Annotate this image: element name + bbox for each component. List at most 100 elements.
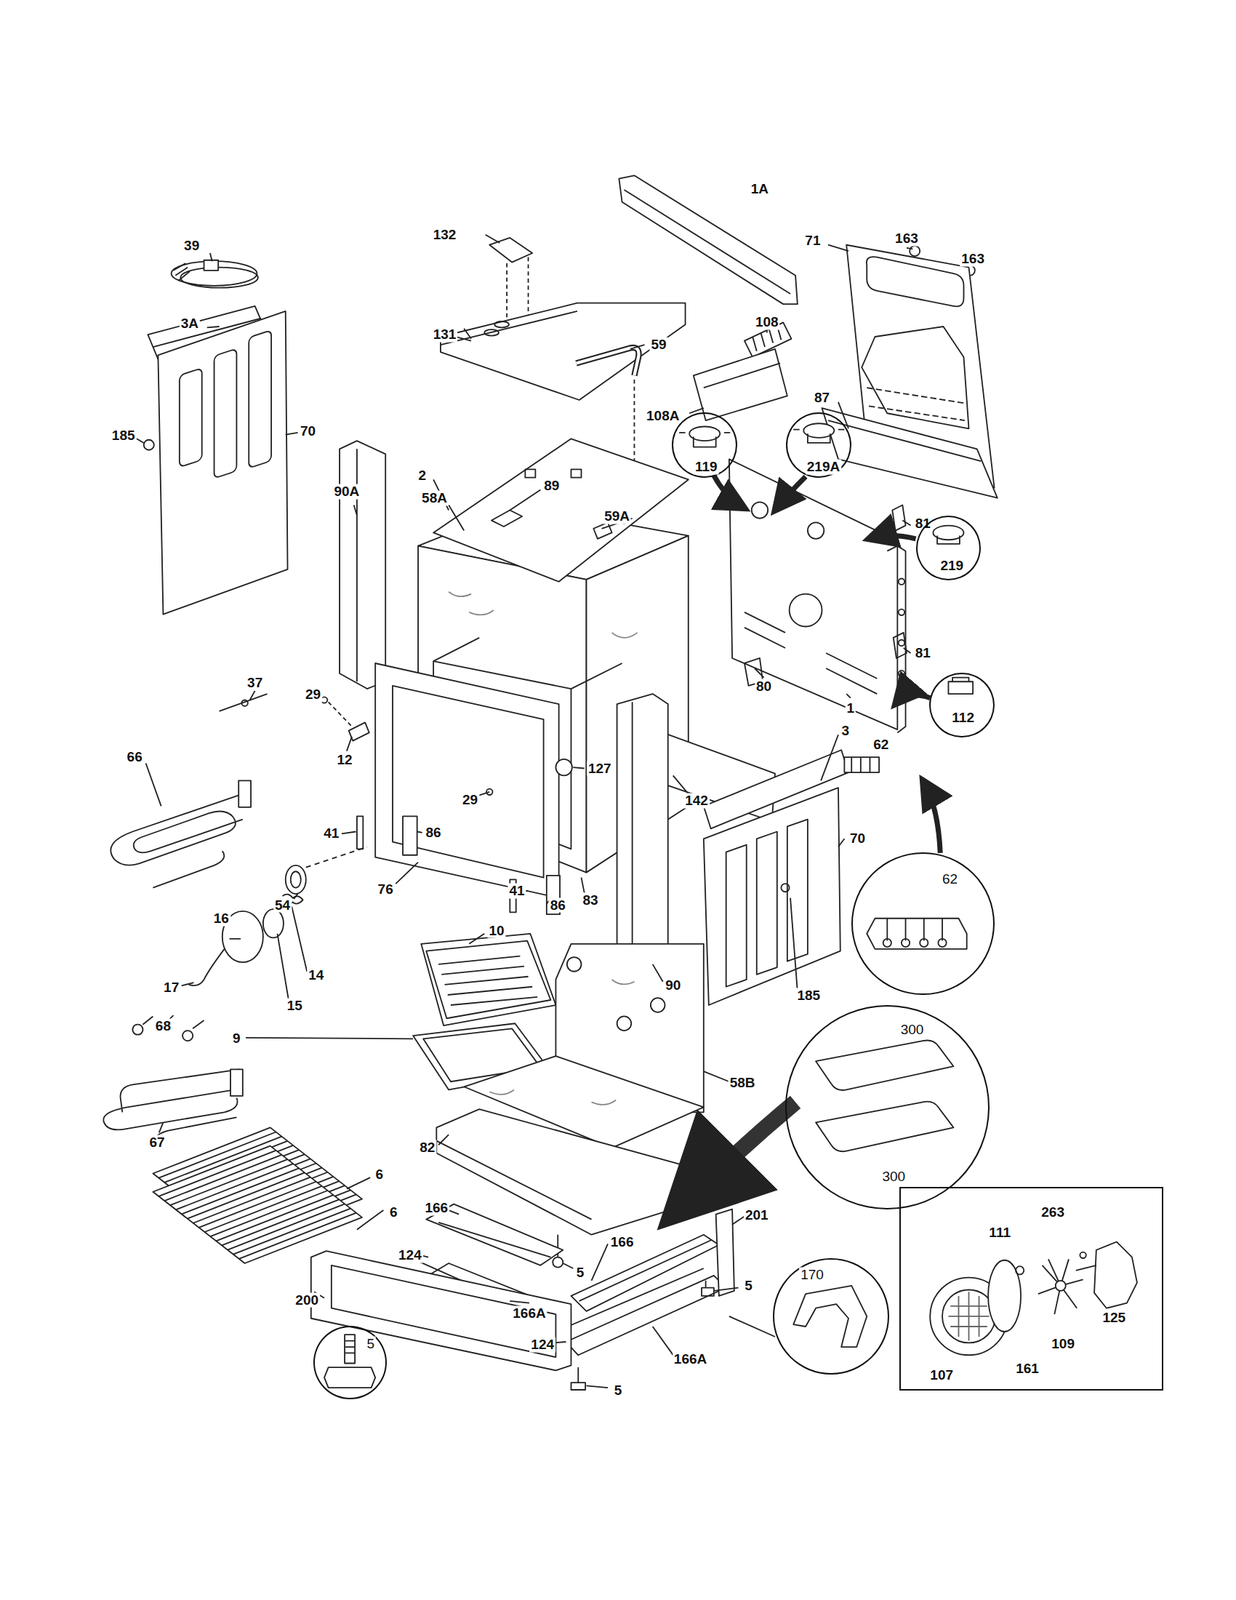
callout-number: 81 — [913, 515, 933, 531]
callout-number: 163 — [893, 231, 920, 247]
callout-number: 1A — [749, 181, 770, 197]
detail-circle: 300 300 — [785, 1004, 990, 1210]
callout-number: 119 — [693, 459, 720, 475]
callout-number: 29 — [460, 792, 480, 808]
callout-number: 5 — [575, 1264, 587, 1280]
callout-number: 82 — [418, 1140, 437, 1156]
detail-circle: 219 — [916, 515, 982, 581]
callout-number: 131 — [431, 327, 459, 343]
callout-number: 15 — [285, 998, 304, 1014]
rack-wire — [239, 1212, 357, 1259]
callout-number: 70 — [848, 831, 867, 847]
callout-number: 161 — [1014, 1361, 1041, 1377]
callout-number: 83 — [581, 892, 600, 908]
callout-number: 166 — [609, 1233, 636, 1250]
rack-wire — [199, 1181, 317, 1228]
callout-number: 2 — [416, 467, 428, 483]
callout-number: 58B — [728, 1074, 757, 1090]
callout-number: 108 — [753, 314, 781, 331]
callout-number: 107 — [928, 1366, 955, 1383]
callout-number: 37 — [245, 674, 264, 690]
callout-number: 9 — [231, 1030, 243, 1047]
callout-number: 185 — [110, 428, 137, 444]
callout-number: 170 — [799, 1267, 826, 1283]
callout-number: 127 — [586, 760, 613, 776]
callout-number: 185 — [795, 988, 822, 1004]
callout-number: 29 — [303, 687, 323, 703]
rack-wire — [181, 1167, 299, 1214]
rack-wire — [193, 1177, 311, 1223]
rack-wire — [187, 1172, 305, 1218]
callout-number: 166 — [423, 1200, 450, 1216]
detail-circle: 219A — [785, 412, 852, 478]
callout-number: 132 — [431, 226, 459, 243]
rack-wire — [170, 1158, 288, 1205]
callout-number: 108A — [644, 408, 681, 424]
callout-number: 6 — [388, 1204, 400, 1220]
rack-wire — [227, 1203, 345, 1250]
rack-wire — [221, 1198, 339, 1245]
callout-number: 142 — [683, 793, 710, 809]
callout-number: 124 — [396, 1246, 424, 1263]
callout-number: 219A — [805, 459, 842, 475]
callout-number: 81 — [913, 645, 933, 661]
callout-number: 200 — [293, 1291, 320, 1308]
callout-number: 62 — [871, 737, 890, 753]
callout-number: 39 — [182, 238, 201, 254]
callout-number: 300 — [880, 1169, 907, 1185]
callout-number: 41 — [508, 882, 527, 898]
callout-number: 166A — [672, 1350, 709, 1367]
callout-number: 86 — [424, 824, 443, 840]
callout-number: 68 — [154, 1018, 173, 1034]
callout-number: 163 — [959, 251, 986, 267]
callout-number: 76 — [376, 881, 395, 898]
callout-number: 87 — [812, 390, 832, 406]
callout-number: 86 — [548, 897, 568, 913]
callout-number: 1 — [845, 700, 857, 716]
callout-number: 66 — [125, 749, 144, 765]
callout-number: 10 — [487, 922, 507, 938]
detail-circle: 170 — [772, 1257, 890, 1375]
oven-rack — [152, 1145, 363, 1263]
rack-wire — [175, 1163, 294, 1210]
callout-number: 89 — [542, 477, 561, 493]
detail-box: 263111125109161107 — [899, 1186, 1164, 1391]
callout-number: 71 — [803, 233, 822, 249]
rack-wire — [204, 1185, 322, 1232]
detail-circle: 5 — [313, 1325, 387, 1399]
callout-number: 54 — [273, 897, 292, 913]
callout-number: 6 — [373, 1166, 385, 1182]
callout-number: 125 — [1100, 1309, 1127, 1325]
detail-circle: 62 — [851, 852, 994, 995]
callout-number: 59A — [602, 508, 632, 524]
callout-number: 112 — [950, 709, 976, 725]
callout-number: 3 — [839, 722, 851, 738]
callout-number: 41 — [322, 825, 341, 842]
callout-number: 124 — [529, 1337, 556, 1353]
callout-number: 111 — [987, 1225, 1013, 1241]
rack-wire — [210, 1190, 328, 1236]
callout-number: 263 — [1039, 1204, 1066, 1221]
rack-wire — [158, 1150, 276, 1197]
callout-number: 3A — [179, 315, 200, 331]
callout-number: 12 — [335, 752, 355, 768]
callout-number: 300 — [899, 1022, 926, 1038]
callout-number: 16 — [212, 910, 231, 926]
callout-number: 17 — [162, 980, 181, 996]
rack-wire — [215, 1194, 333, 1241]
callout-number: 166A — [511, 1305, 547, 1321]
callout-number: 5 — [612, 1382, 624, 1399]
rack-wire — [233, 1208, 351, 1255]
callout-number: 58A — [420, 490, 449, 506]
callout-number: 219 — [938, 557, 965, 573]
callout-number: 62 — [940, 871, 959, 887]
detail-circle: 112 — [929, 672, 995, 738]
callout-number: 5 — [743, 1277, 754, 1293]
callout-number: 80 — [754, 679, 773, 695]
callout-number: 90 — [663, 977, 682, 994]
callout-number: 5 — [364, 1336, 376, 1352]
detail-circle: 119 — [671, 412, 738, 478]
callout-number: 67 — [147, 1134, 166, 1151]
rack-wire — [164, 1154, 282, 1201]
